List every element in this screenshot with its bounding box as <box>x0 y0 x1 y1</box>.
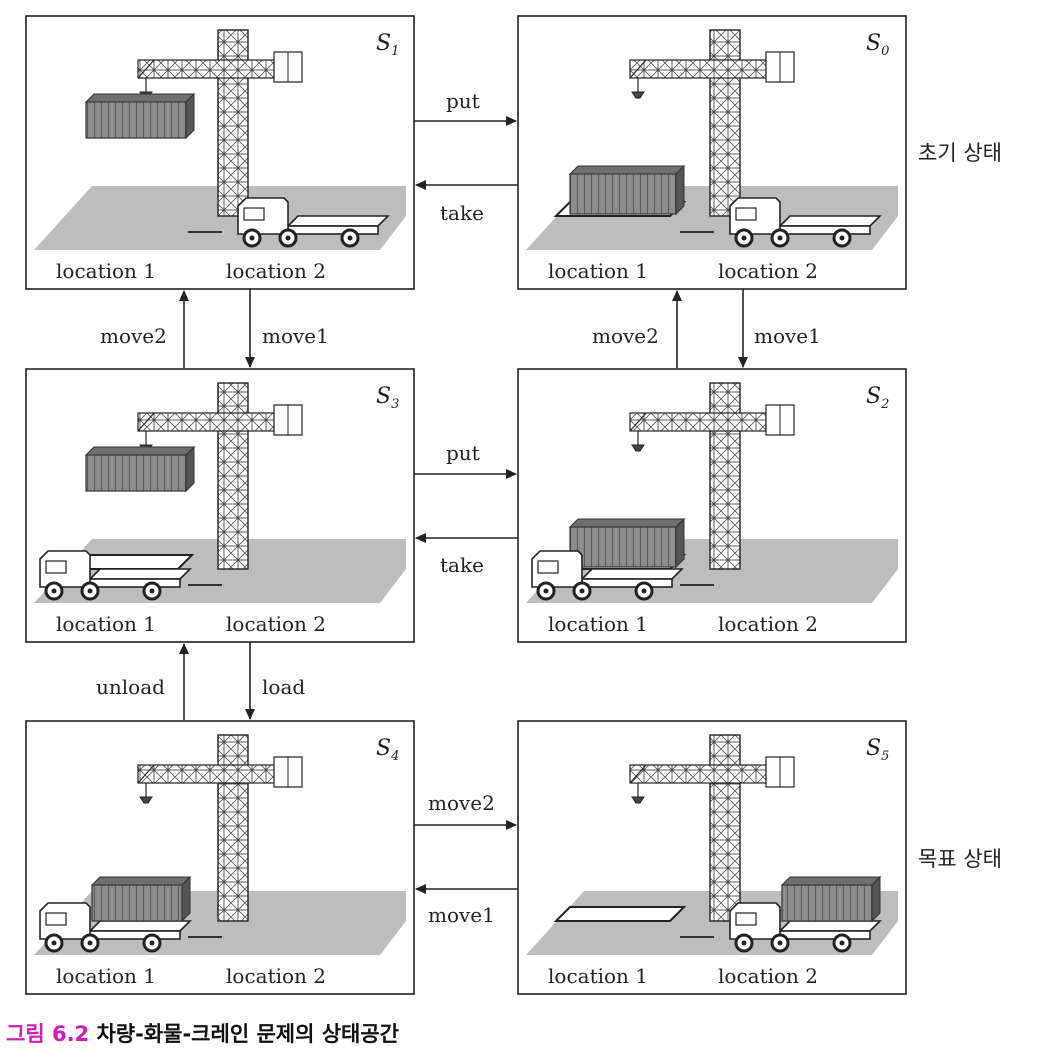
container <box>84 92 196 140</box>
truck <box>237 197 390 248</box>
crane <box>137 29 303 217</box>
action-put: put <box>446 89 480 113</box>
figure-title: 차량-화물-크레인 문제의 상태공간 <box>96 1022 400 1046</box>
state-name: S3 <box>376 384 399 412</box>
truck-window <box>735 912 757 926</box>
container <box>568 164 686 216</box>
illustration-s2 <box>531 382 795 601</box>
truck-window <box>735 207 757 221</box>
crane-jib <box>629 412 767 432</box>
action-load: load <box>262 675 305 699</box>
state-name: S2 <box>866 384 889 412</box>
crane <box>629 734 795 922</box>
crane-jib <box>137 764 275 784</box>
crane-tower <box>709 29 741 217</box>
hook-icon <box>631 91 645 99</box>
location-1-label: location 1 <box>548 612 648 636</box>
crane-jib <box>137 59 275 79</box>
pallet <box>553 906 687 922</box>
truck-window <box>45 912 67 926</box>
state-name: S0 <box>866 31 889 59</box>
action-move2: move2 <box>592 324 659 348</box>
truck-window <box>243 207 265 221</box>
location-2-label: location 2 <box>226 259 326 283</box>
container <box>84 445 196 493</box>
crane <box>629 29 795 217</box>
crane-tower <box>217 734 249 922</box>
illustration-s5 <box>553 734 882 953</box>
crane <box>629 382 795 570</box>
location-1-label: location 1 <box>548 964 648 988</box>
location-2-label: location 2 <box>226 964 326 988</box>
transitions: put take put take move2 move1 move2 move… <box>96 89 821 927</box>
location-2-label: location 2 <box>718 259 818 283</box>
crane-jib <box>629 764 767 784</box>
illustrations <box>39 29 882 953</box>
action-move1: move1 <box>754 324 821 348</box>
action-move1: move1 <box>428 903 495 927</box>
illustration-s4 <box>39 734 303 953</box>
figure-caption: 그림 6.2 차량-화물-크레인 문제의 상태공간 <box>6 1018 399 1048</box>
initial-state-note: 초기 상태 <box>918 141 1002 165</box>
location-2-label: location 2 <box>718 964 818 988</box>
crane <box>137 382 303 570</box>
container <box>568 517 686 569</box>
location-2-label: location 2 <box>226 612 326 636</box>
action-put: put <box>446 441 480 465</box>
hook-icon <box>139 796 153 804</box>
truck <box>531 550 684 601</box>
action-unload: unload <box>96 675 165 699</box>
state-space-diagram: location 1 location 2 S1 location 1 loca… <box>25 15 1002 995</box>
location-1-label: location 1 <box>56 964 156 988</box>
container <box>90 875 192 923</box>
crane-tower <box>709 734 741 922</box>
figure-number: 그림 6.2 <box>6 1022 90 1046</box>
location-1-label: location 1 <box>56 612 156 636</box>
truck <box>729 875 882 953</box>
truck <box>39 875 192 953</box>
truck <box>729 197 882 248</box>
action-move2: move2 <box>100 324 167 348</box>
illustration-s0 <box>553 29 882 248</box>
hook-icon <box>631 444 645 452</box>
crane-tower <box>217 382 249 570</box>
hook-icon <box>631 796 645 804</box>
state-name: S1 <box>376 31 399 59</box>
action-take: take <box>440 553 484 577</box>
state-name: S5 <box>866 736 889 764</box>
action-take: take <box>440 201 484 225</box>
crane-tower <box>217 29 249 217</box>
crane-tower <box>709 382 741 570</box>
illustration-s1 <box>84 29 390 248</box>
state-name: S4 <box>376 736 399 764</box>
illustration-s3 <box>39 382 303 601</box>
truck <box>39 550 192 601</box>
action-move2: move2 <box>428 791 495 815</box>
crane <box>137 734 303 922</box>
action-move1: move1 <box>262 324 329 348</box>
truck-window <box>537 560 559 574</box>
location-1-label: location 1 <box>548 259 648 283</box>
container <box>780 875 882 923</box>
goal-state-note: 목표 상태 <box>918 847 1002 871</box>
crane-jib <box>629 59 767 79</box>
truck-window <box>45 560 67 574</box>
crane-jib <box>137 412 275 432</box>
location-1-label: location 1 <box>56 259 156 283</box>
location-2-label: location 2 <box>718 612 818 636</box>
